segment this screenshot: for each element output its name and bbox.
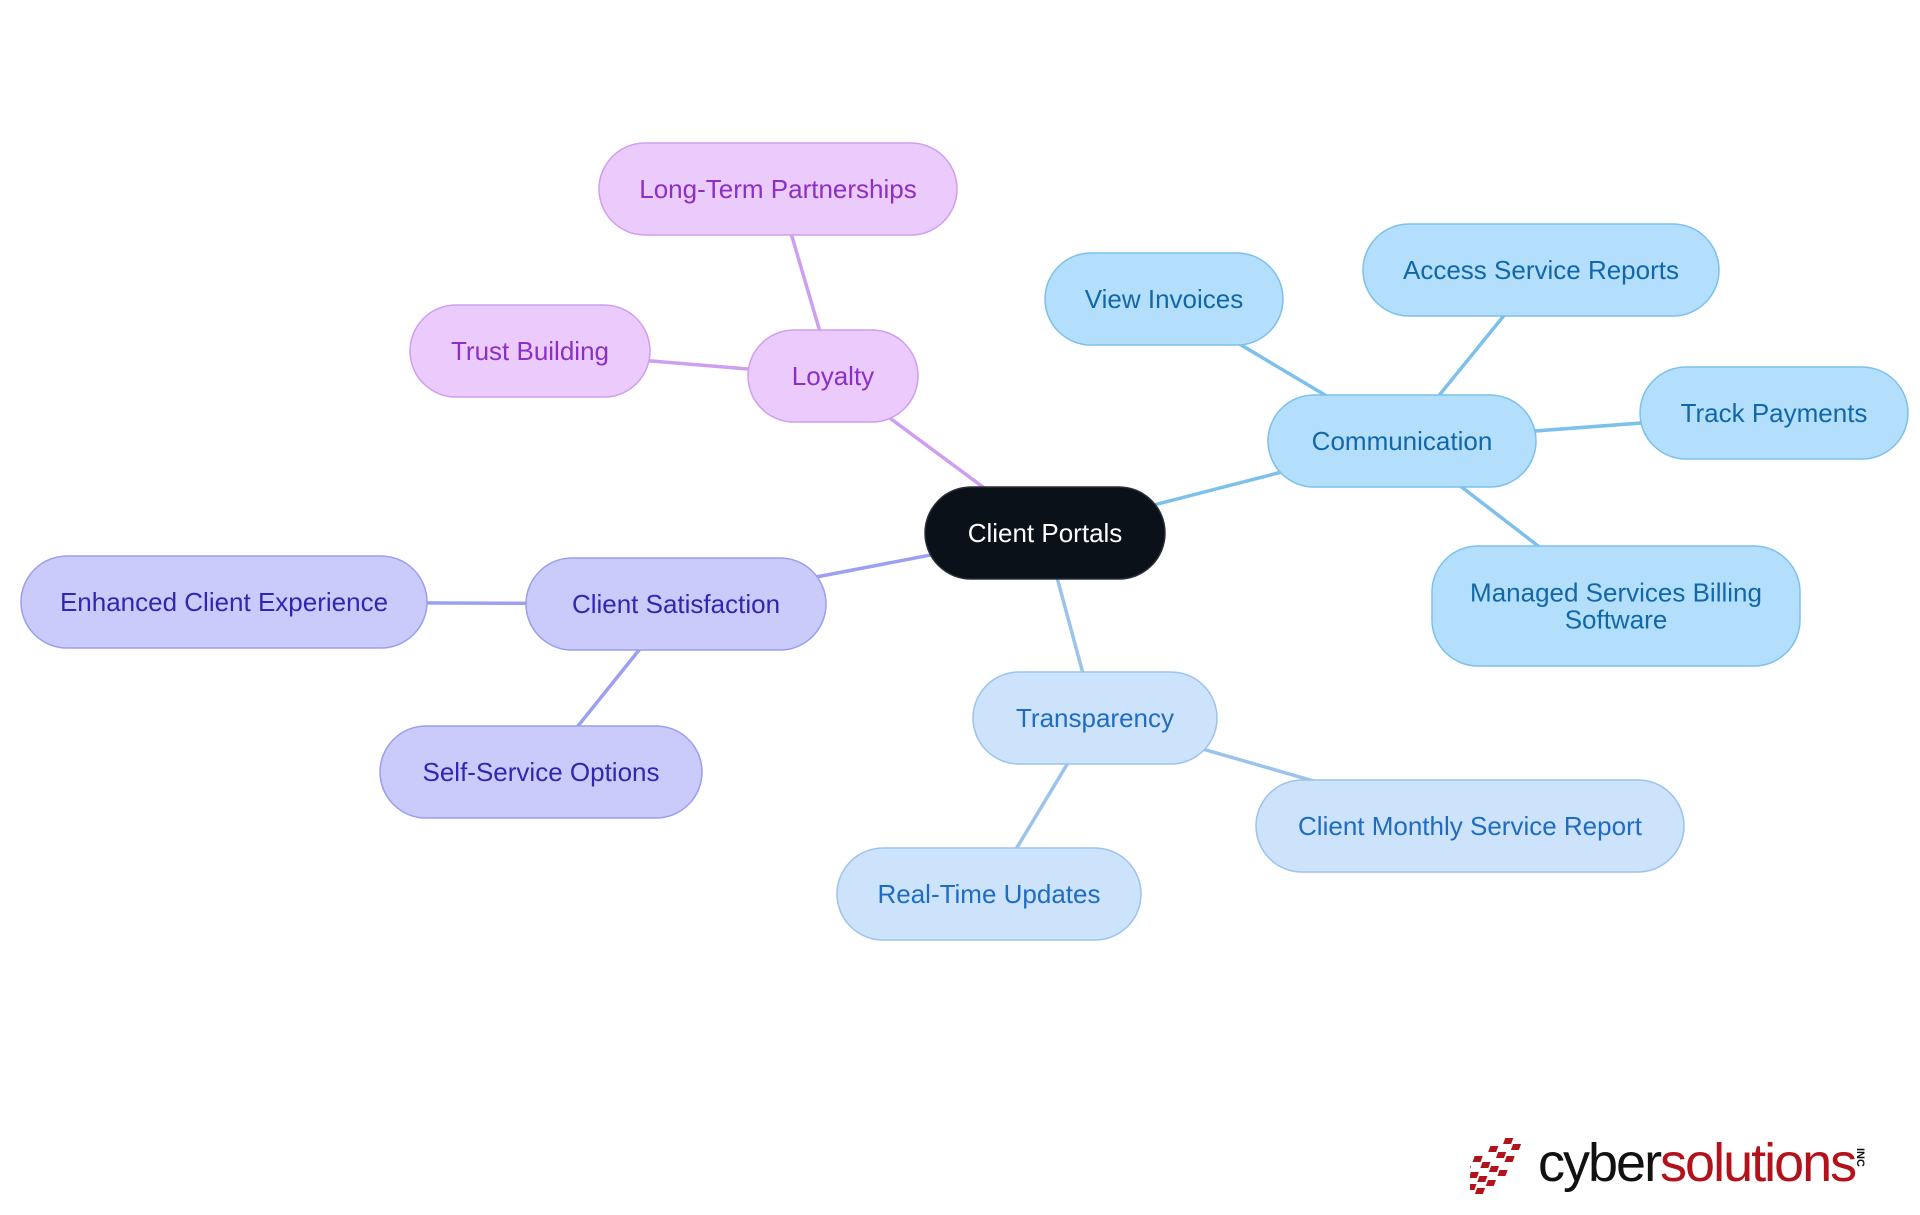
node-box	[1267, 394, 1537, 488]
node-box	[379, 725, 703, 819]
logo-square	[1470, 1172, 1479, 1178]
logo-wordmark: cybersolutions	[1538, 1132, 1857, 1194]
node-label: Self-Service Options	[423, 757, 660, 787]
logo-inc: INC	[1854, 1148, 1866, 1167]
node-label: View Invoices	[1085, 284, 1244, 314]
node-label: Trust Building	[451, 336, 609, 366]
node-label: Track Payments	[1681, 398, 1868, 428]
node-track-payments[interactable]: Track Payments	[1639, 366, 1909, 460]
logo-square	[1477, 1176, 1488, 1182]
node-box	[20, 555, 428, 649]
logo-square	[1495, 1152, 1507, 1158]
logo-square	[1488, 1146, 1499, 1152]
node-client-satisfaction[interactable]: Client Satisfaction	[525, 557, 827, 651]
node-label: Client Monthly Service Report	[1298, 811, 1643, 841]
logo-text-solutions: solutions	[1660, 1133, 1857, 1193]
node-communication[interactable]: Communication	[1267, 394, 1537, 488]
node-box	[1255, 779, 1685, 873]
node-label: Client Portals	[968, 518, 1123, 548]
node-access-service-reports[interactable]: Access Service Reports	[1362, 223, 1720, 317]
node-label: Client Satisfaction	[572, 589, 780, 619]
node-label: Access Service Reports	[1403, 255, 1679, 285]
logo-square	[1503, 1138, 1514, 1144]
node-box	[1431, 545, 1801, 667]
logo-square	[1480, 1162, 1491, 1168]
node-box	[836, 847, 1142, 941]
node-root[interactable]: Client Portals	[924, 486, 1166, 580]
node-transparency[interactable]: Transparency	[972, 671, 1218, 765]
node-client-monthly-service-report[interactable]: Client Monthly Service Report	[1255, 779, 1685, 873]
node-box	[924, 486, 1166, 580]
node-long-term-partnerships[interactable]: Long-Term Partnerships	[598, 142, 958, 236]
node-box	[1044, 252, 1284, 346]
logo-mark-icon	[1470, 1138, 1522, 1194]
node-label: Enhanced Client Experience	[60, 587, 388, 617]
node-loyalty[interactable]: Loyalty	[747, 329, 919, 423]
cybersolutions-logo: cybersolutions INC	[1470, 1130, 1870, 1200]
node-label: Loyalty	[792, 361, 874, 391]
node-trust-building[interactable]: Trust Building	[409, 304, 651, 398]
logo-square	[1488, 1166, 1500, 1172]
node-box	[1639, 366, 1909, 460]
node-label: Communication	[1312, 426, 1493, 456]
mind-map-nodes: Client Portals Communication View Invoices…	[20, 142, 1909, 941]
node-box	[747, 329, 919, 423]
logo-square	[1497, 1170, 1508, 1176]
node-label: Real-Time Updates	[877, 879, 1100, 909]
node-box	[525, 557, 827, 651]
node-label: Transparency	[1016, 703, 1174, 733]
node-box	[972, 671, 1218, 765]
node-label: Long-Term Partnerships	[639, 174, 916, 204]
node-box	[409, 304, 651, 398]
node-view-invoices[interactable]: View Invoices	[1044, 252, 1284, 346]
logo-square	[1472, 1156, 1483, 1162]
logo-text-cyber: cyber	[1538, 1133, 1662, 1193]
logo-square	[1510, 1144, 1522, 1150]
node-real-time-updates[interactable]: Real-Time Updates	[836, 847, 1142, 941]
node-box	[1362, 223, 1720, 317]
logo-square	[1470, 1184, 1477, 1190]
logo-square	[1470, 1166, 1472, 1172]
node-box	[598, 142, 958, 236]
node-self-service-options[interactable]: Self-Service Options	[379, 725, 703, 819]
logo-square	[1504, 1156, 1515, 1162]
node-enhanced-client-experience[interactable]: Enhanced Client Experience	[20, 555, 428, 649]
logo-square	[1485, 1180, 1496, 1186]
logo-square	[1474, 1188, 1486, 1194]
